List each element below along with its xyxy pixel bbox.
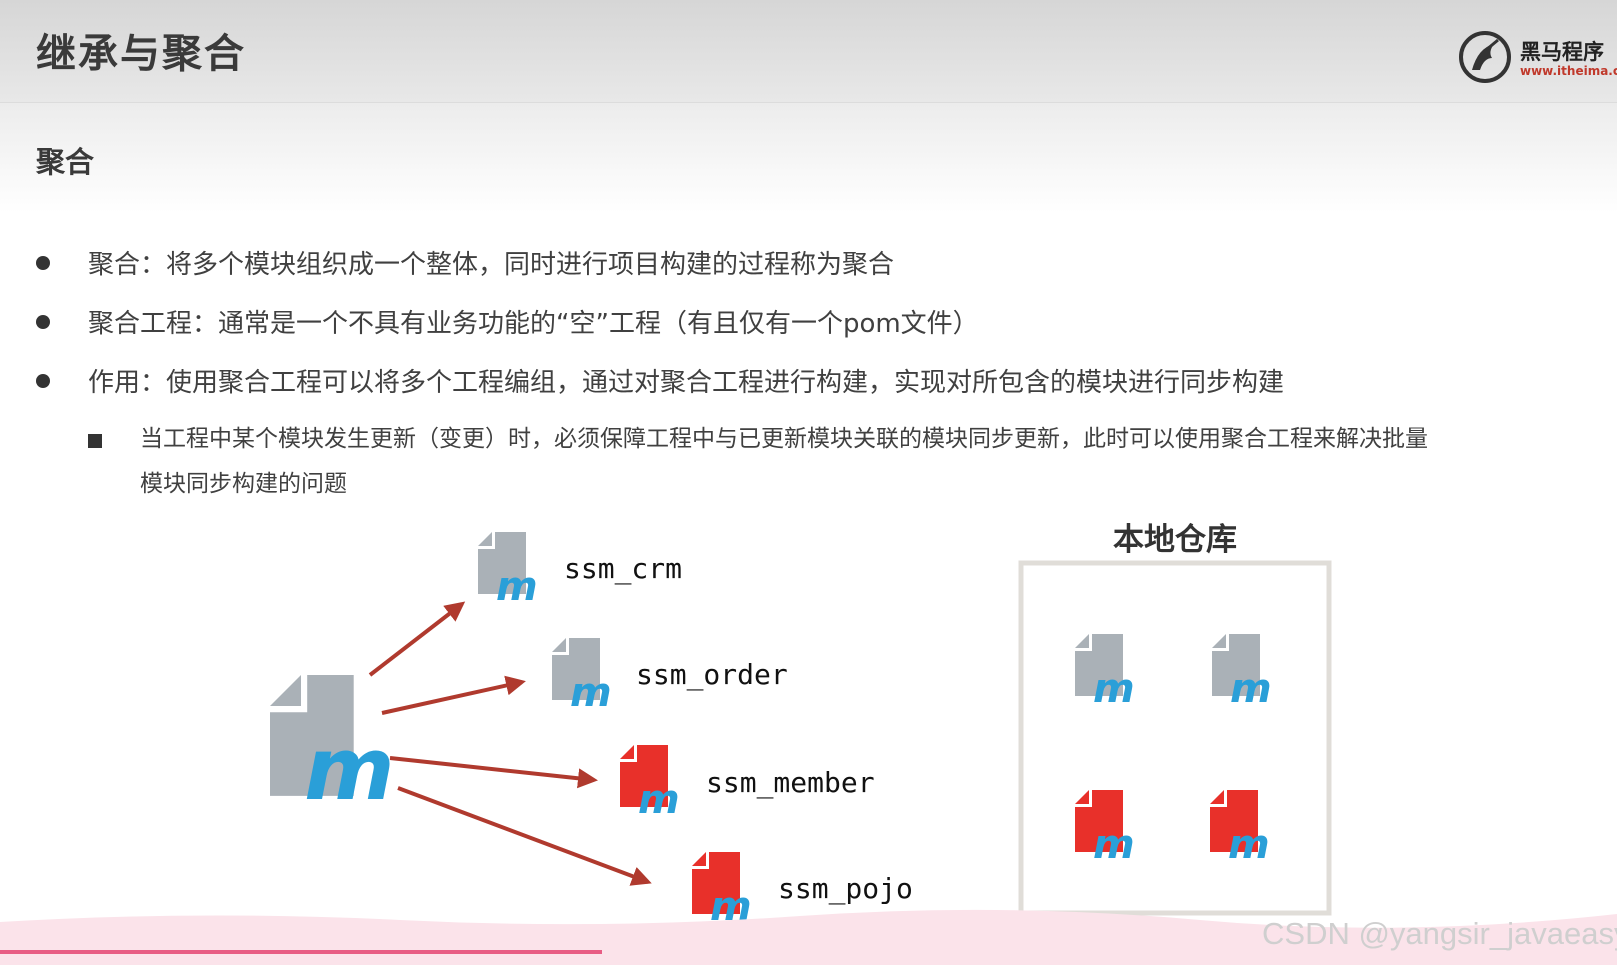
local-repo-box xyxy=(1018,560,1332,916)
svg-text:m: m xyxy=(496,564,538,610)
module-label-ssm-member: ssm_member xyxy=(706,766,875,800)
maven-module-icon: m xyxy=(552,638,612,716)
bullet-dot-icon xyxy=(36,315,50,329)
svg-text:m: m xyxy=(1093,666,1135,712)
sub-bullet-line-2: 模块同步构建的问题 xyxy=(140,471,347,497)
arrow-to-ssm-crm xyxy=(368,601,466,677)
repo-artifact-icon: m xyxy=(1075,634,1135,712)
arrow-to-ssm-order xyxy=(381,675,526,715)
dependency-arrows xyxy=(368,601,652,886)
module-label-ssm-order: ssm_order xyxy=(636,658,788,692)
module-label-ssm-crm: ssm_crm xyxy=(564,552,682,586)
footer-decoration xyxy=(0,909,1617,965)
section-title: 聚合 xyxy=(36,145,95,179)
arrow-to-ssm-member xyxy=(389,756,598,789)
section-bar xyxy=(0,103,1617,213)
bullet-text: 聚合：将多个模块组织成一个整体，同时进行项目构建的过程称为聚合 xyxy=(88,250,895,280)
local-repo-title: 本地仓库 xyxy=(1113,522,1237,558)
horse-logo-icon xyxy=(1459,31,1511,83)
progress-line xyxy=(0,950,602,954)
parent-pom-icon: m xyxy=(270,675,395,820)
repo-artifact-icon: m xyxy=(1212,634,1272,712)
logo-name: 黑马程序 xyxy=(1520,40,1604,64)
maven-module-icon: m xyxy=(478,532,538,610)
bullet-text: 聚合工程：通常是一个不具有业务功能的“空”工程（有且仅有一个pom文件） xyxy=(88,309,979,339)
arrow-to-ssm-pojo xyxy=(397,786,652,886)
svg-text:m: m xyxy=(1093,822,1135,868)
sub-bullet-line-1: 当工程中某个模块发生更新（变更）时，必须保障工程中与已更新模块关联的模块同步更新… xyxy=(140,426,1428,452)
svg-text:m: m xyxy=(638,777,680,823)
maven-module-icon-updated: m xyxy=(620,745,680,823)
repo-artifact-icon-updated: m xyxy=(1210,790,1270,868)
itheima-logo: 黑马程序 www.itheima.c xyxy=(1458,30,1617,86)
bullet-dot-icon xyxy=(36,374,50,388)
svg-text:m: m xyxy=(570,670,612,716)
svg-text:m: m xyxy=(304,719,394,820)
bullet-dot-icon xyxy=(36,256,50,270)
csdn-watermark: CSDN @yangsir_javaeasy xyxy=(1262,916,1617,951)
slide-header: 继承与聚合 黑马程序 www.itheima.c xyxy=(0,0,1617,103)
module-label-ssm-pojo: ssm_pojo xyxy=(778,872,913,906)
repo-artifact-icon-updated: m xyxy=(1075,790,1135,868)
logo-url: www.itheima.c xyxy=(1520,64,1617,78)
svg-text:m: m xyxy=(1228,822,1270,868)
bullet-text: 作用：使用聚合工程可以将多个工程编组，通过对聚合工程进行构建，实现对所包含的模块… xyxy=(88,368,1285,398)
svg-text:m: m xyxy=(1230,666,1272,712)
slide-title: 继承与聚合 xyxy=(36,31,246,77)
square-bullet-icon xyxy=(88,434,102,448)
